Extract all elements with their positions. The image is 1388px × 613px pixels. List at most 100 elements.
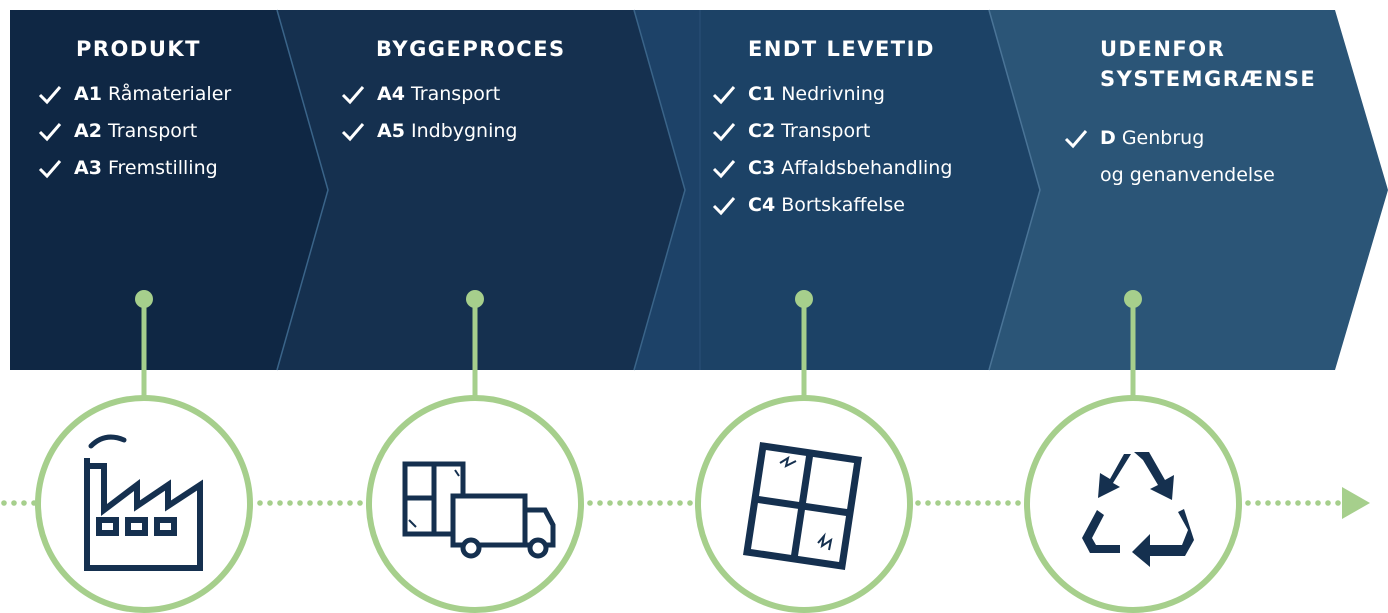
timeline-dot xyxy=(337,500,343,506)
item-code: A3 xyxy=(74,157,102,179)
item-code: C2 xyxy=(748,120,776,142)
timeline-dot xyxy=(317,500,323,506)
item-text: Genbrug xyxy=(1121,127,1205,149)
stage-item: A3 Fremstilling xyxy=(38,150,231,187)
item-text: Fremstilling xyxy=(107,157,218,179)
check-icon xyxy=(341,86,365,105)
timeline-dot xyxy=(627,500,633,506)
timeline-dot xyxy=(327,500,333,506)
timeline-dot xyxy=(965,500,971,506)
timeline-dot xyxy=(587,500,593,506)
item-code: C3 xyxy=(748,157,776,179)
timeline-dot xyxy=(915,500,921,506)
check-icon xyxy=(712,86,736,105)
timeline-dot xyxy=(617,500,623,506)
timeline-dot xyxy=(257,500,263,506)
timeline-dot xyxy=(1005,500,1011,506)
arrow-head-icon xyxy=(1342,487,1370,519)
timeline-dot xyxy=(687,500,693,506)
band-produkt xyxy=(10,10,328,370)
timeline-dot xyxy=(1285,500,1291,506)
timeline-dot xyxy=(607,500,613,506)
item-text: Transport xyxy=(410,83,501,105)
timeline-dot xyxy=(1295,500,1301,506)
stage-item: C4 Bortskaffelse xyxy=(712,187,952,224)
timeline-dot xyxy=(1245,500,1251,506)
timeline-dot xyxy=(657,500,663,506)
timeline-dot xyxy=(935,500,941,506)
stage-title: ENDT LEVETID xyxy=(748,37,935,61)
timeline-dot xyxy=(11,500,17,506)
stage-udenfor-systemgraense: UDENFOR SYSTEMGRÆNSE D Genbrug og genanve… xyxy=(1064,34,1316,194)
stage-title-line: SYSTEMGRÆNSE xyxy=(1100,67,1317,91)
item-text: Bortskaffelse xyxy=(781,194,905,216)
check-icon xyxy=(712,123,736,142)
timeline-dot xyxy=(277,500,283,506)
timeline-dot xyxy=(1315,500,1321,506)
stage-title-line: UDENFOR xyxy=(1100,37,1226,61)
stage-produkt: PRODUKT A1 Råmaterialer A2 Transport A3 … xyxy=(38,34,231,187)
stage-item: C1 Nedrivning xyxy=(712,76,952,113)
check-icon xyxy=(712,160,736,179)
timeline-dot xyxy=(597,500,603,506)
item-text: Transport xyxy=(781,120,871,142)
stage-item: A4 Transport xyxy=(341,76,566,113)
timeline-dot xyxy=(1,500,7,506)
check-icon xyxy=(341,123,365,142)
timeline-dot xyxy=(955,500,961,506)
timeline-dot xyxy=(975,500,981,506)
item-code: A5 xyxy=(377,120,405,142)
check-icon xyxy=(38,86,62,105)
timeline-dot xyxy=(637,500,643,506)
item-text: Affaldsbehandling xyxy=(781,157,953,179)
item-text: Indbygning xyxy=(410,120,518,142)
timeline-dot xyxy=(347,500,353,506)
stage-title: PRODUKT xyxy=(76,37,201,61)
check-icon xyxy=(38,160,62,179)
band-byggeproces xyxy=(277,10,685,370)
dotted-connectors xyxy=(1,500,1341,506)
check-icon xyxy=(712,197,736,216)
timeline-dot xyxy=(297,500,303,506)
timeline-dot xyxy=(287,500,293,506)
stage-item: A1 Råmaterialer xyxy=(38,76,231,113)
item-continuation: og genanvendelse xyxy=(1100,164,1275,186)
item-code: D xyxy=(1100,127,1116,149)
stage-title: UDENFOR SYSTEMGRÆNSE xyxy=(1100,34,1316,94)
connector-stems xyxy=(141,300,1136,398)
factory-icon xyxy=(84,434,203,571)
check-icon xyxy=(1064,130,1088,149)
timeline-dot xyxy=(985,500,991,506)
timeline-dot xyxy=(667,500,673,506)
stage-item: A2 Transport xyxy=(38,113,231,150)
stage-item: C2 Transport xyxy=(712,113,952,150)
stage-title: BYGGEPROCES xyxy=(376,37,566,61)
item-text: Råmaterialer xyxy=(107,83,232,105)
item-code: A1 xyxy=(74,83,102,105)
timeline-dot xyxy=(925,500,931,506)
timeline-dot xyxy=(1335,500,1341,506)
timeline-dot xyxy=(1305,500,1311,506)
timeline-dot xyxy=(307,500,313,506)
stage-item: C3 Affaldsbehandling xyxy=(712,150,952,187)
item-code: C4 xyxy=(748,194,776,216)
timeline-dot xyxy=(1275,500,1281,506)
band-endt-levetid xyxy=(700,10,1040,370)
window-truck-icon xyxy=(402,461,556,559)
timeline-dot xyxy=(357,500,363,506)
item-code: C1 xyxy=(748,83,776,105)
band-udenfor xyxy=(989,10,1388,370)
stage-item: D Genbrug og genanvendelse xyxy=(1064,120,1316,194)
stage-item: A5 Indbygning xyxy=(341,113,566,150)
timeline-dot xyxy=(995,500,1001,506)
timeline-dot xyxy=(677,500,683,506)
band-connector xyxy=(634,10,700,370)
item-code: A4 xyxy=(377,83,405,105)
check-icon xyxy=(38,123,62,142)
timeline-dot xyxy=(1265,500,1271,506)
stage-byggeproces: BYGGEPROCES A4 Transport A5 Indbygning xyxy=(341,34,566,150)
broken-window-icon xyxy=(743,442,862,570)
